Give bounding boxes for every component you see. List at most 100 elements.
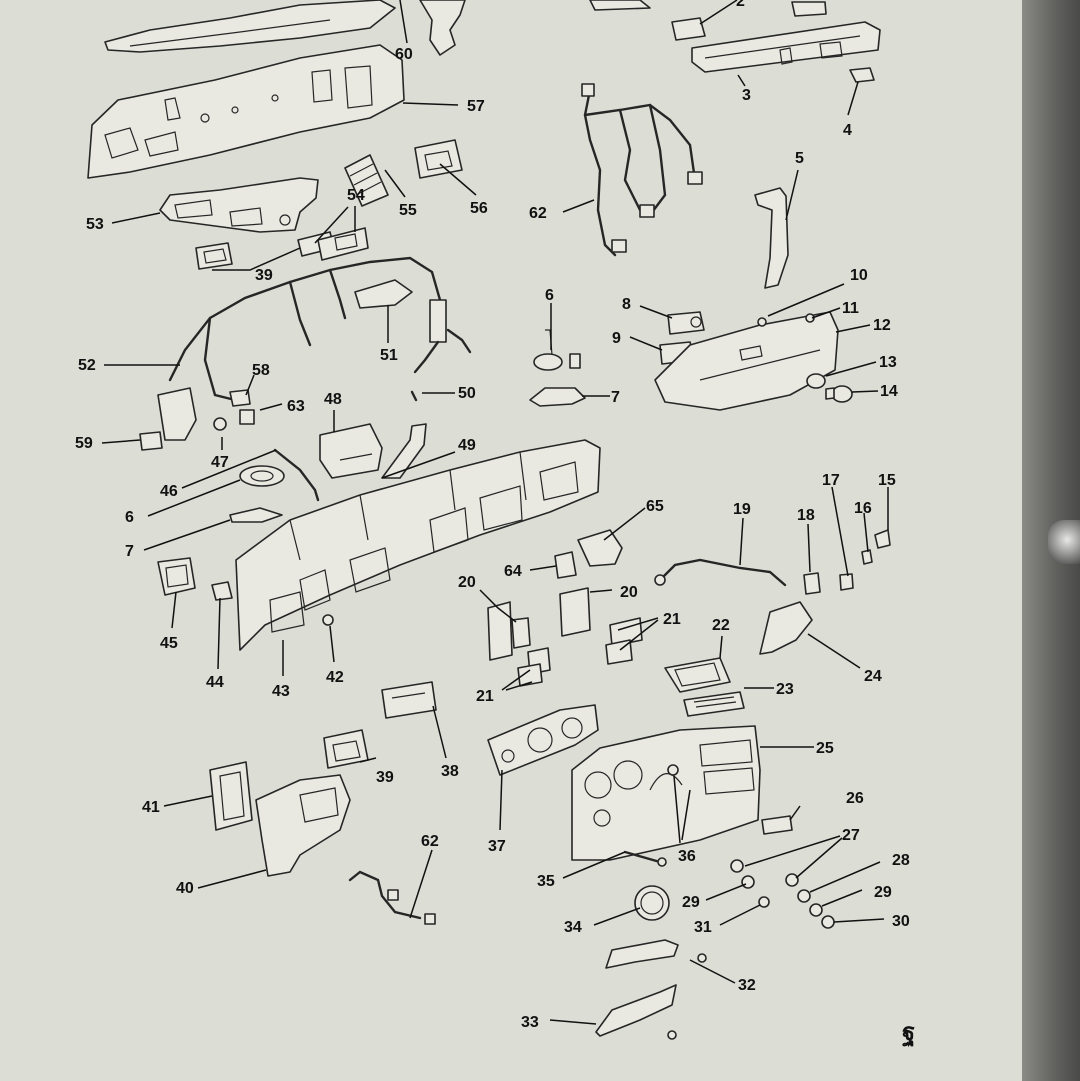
- callout-56: 56: [470, 200, 488, 217]
- callout-53: 53: [86, 216, 104, 233]
- part-26-bezel-insert: [761, 815, 793, 835]
- part-8-lock-cylinder: [667, 311, 705, 335]
- callout-21-right: 21: [663, 611, 681, 628]
- part-46-tube: [273, 448, 320, 502]
- part-17-socket: [839, 573, 854, 591]
- callout-46: 46: [160, 483, 178, 500]
- part-6-speaker-upper: [533, 329, 581, 371]
- part-53-air-duct: [159, 177, 319, 233]
- callout-54: 54: [347, 187, 365, 204]
- callout-45: 45: [160, 635, 178, 652]
- callout-64: 64: [504, 563, 522, 580]
- callout-7-lower: 7: [125, 543, 134, 560]
- part-36-screw: [667, 764, 679, 776]
- callout-8: 8: [622, 296, 631, 313]
- part-35-cable: [623, 850, 667, 867]
- part-16-bulb: [861, 549, 873, 565]
- callout-52: 52: [78, 357, 96, 374]
- part-6-speaker-lower: [239, 465, 285, 487]
- part-25-cluster-bezel: [571, 725, 761, 861]
- callout-39-lower: 39: [376, 769, 394, 786]
- callout-16: 16: [854, 500, 872, 517]
- callout-30: 30: [892, 913, 910, 930]
- callout-27: 27: [842, 827, 860, 844]
- callout-5: 5: [795, 150, 804, 167]
- callout-labels: 60 57 53 55 56 54 39 2 3 4 5 62 52 51 58…: [75, 0, 915, 1048]
- part-59-switch: [139, 431, 163, 451]
- callout-3: 3: [742, 87, 751, 104]
- part-50-pin: [410, 390, 418, 402]
- part-13-bumper: [806, 373, 826, 389]
- callout-34: 34: [564, 919, 582, 936]
- part-23-lens: [683, 691, 745, 717]
- part-43-instrument-panel-carrier: [235, 439, 601, 651]
- callout-59: 59: [75, 435, 93, 452]
- part-19-cable: [654, 558, 787, 587]
- callout-19: 19: [733, 501, 751, 518]
- callout-22: 22: [712, 617, 730, 634]
- callout-11: 11: [842, 300, 859, 317]
- callout-42: 42: [326, 669, 344, 686]
- callout-17: 17: [822, 472, 840, 489]
- part-18-bulb: [803, 572, 821, 595]
- callout-44: 44: [206, 674, 224, 691]
- callout-28: 28: [892, 852, 910, 869]
- part-57-cowl-panel: [87, 44, 405, 179]
- part-45-switch-housing: [157, 557, 196, 596]
- callout-40: 40: [176, 880, 194, 897]
- part-22-switch-bezel: [664, 657, 731, 693]
- callout-6-upper: 6: [545, 287, 554, 304]
- part-2-vent-outlets: [589, 0, 827, 41]
- callout-10: 10: [850, 267, 868, 284]
- callout-20-right: 20: [620, 584, 638, 601]
- part-42-grommet: [322, 614, 334, 626]
- part-62-wiring-harness-lower: [348, 870, 436, 925]
- callout-7-upper: 7: [611, 389, 620, 406]
- part-14-knob: [825, 385, 853, 403]
- callout-55: 55: [399, 202, 417, 219]
- callout-32: 32: [738, 977, 756, 994]
- part-37-instrument-cluster: [487, 704, 599, 776]
- callout-13: 13: [879, 354, 897, 371]
- publisher-logo: ฐ: [902, 1017, 915, 1048]
- callout-36: 36: [678, 848, 696, 865]
- part-60-dash-top-panel: [104, 0, 466, 56]
- callout-38: 38: [441, 763, 459, 780]
- callout-21-left: 21: [476, 688, 494, 705]
- part-63-connector: [239, 409, 255, 425]
- callout-47: 47: [211, 454, 229, 471]
- part-41-vent-outlet: [209, 761, 253, 831]
- part-49-brace: [381, 423, 427, 479]
- part-27-knobs: [730, 859, 799, 887]
- callout-48: 48: [324, 391, 342, 408]
- callout-18: 18: [797, 507, 815, 524]
- part-58-connector: [229, 389, 251, 407]
- part-47-bulb-socket: [213, 417, 227, 431]
- part-10-screw: [757, 317, 767, 327]
- part-28-knob: [797, 889, 811, 903]
- part-31-screw: [758, 896, 770, 908]
- callout-31: 31: [694, 919, 712, 936]
- part-44-clip: [211, 581, 233, 601]
- callout-33: 33: [521, 1014, 539, 1031]
- part-55-bellows-hose: [344, 154, 389, 207]
- callout-14: 14: [880, 383, 898, 400]
- callout-37: 37: [488, 838, 506, 855]
- part-38-switch-plate: [381, 681, 437, 719]
- part-5-bracket: [754, 187, 789, 289]
- part-20-switches: [487, 587, 591, 661]
- leader-lines: [101, 0, 889, 1025]
- part-34-trim-ring: [634, 885, 670, 921]
- exploded-view-diagram: 60 57 53 55 56 54 39 2 3 4 5 62 52 51 58…: [75, 0, 915, 1048]
- part-3-vent-duct: [691, 21, 881, 73]
- callout-65: 65: [646, 498, 664, 515]
- part-51-sensor-plate: [354, 279, 413, 309]
- part-62-wiring-harness-upper: [581, 83, 703, 257]
- part-54-vent-pair: [297, 227, 369, 261]
- callout-26: 26: [846, 790, 864, 807]
- part-56-bezel: [414, 139, 463, 179]
- part-52-wiring-harness: [157, 256, 472, 441]
- part-30-knob: [821, 915, 835, 929]
- callout-39-upper: 39: [255, 267, 273, 284]
